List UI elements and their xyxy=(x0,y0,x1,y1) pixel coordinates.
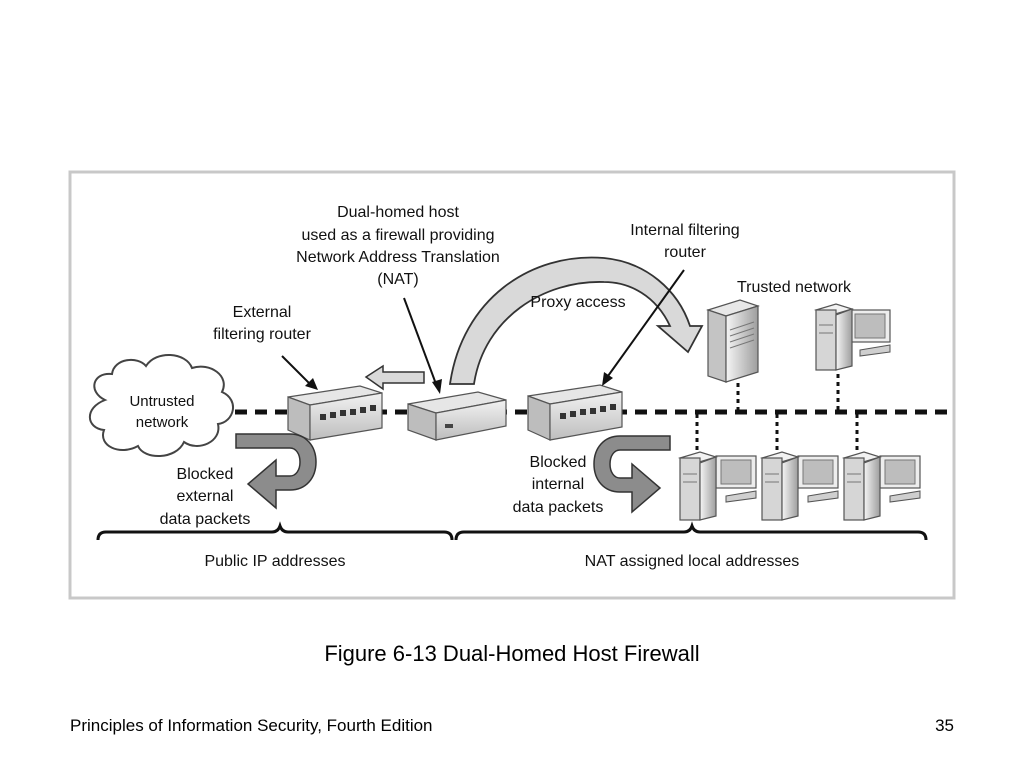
untrusted-label-1: Untrusted xyxy=(129,393,194,410)
trusted-server xyxy=(706,299,760,383)
public-brace xyxy=(96,521,454,541)
dual-homed-label-3: Network Address Translation xyxy=(296,249,500,266)
untrusted-network-cloud: Untrusted network xyxy=(88,353,234,458)
trusted-network-label: Trusted network xyxy=(737,279,852,296)
page-number: 35 xyxy=(935,716,954,735)
connector-lines xyxy=(695,374,859,456)
dual-homed-label-1: Dual-homed host xyxy=(337,204,459,221)
blocked-internal-label-1: Blocked xyxy=(530,454,587,471)
pointer-internal-router xyxy=(607,269,685,377)
trusted-pc xyxy=(813,303,891,371)
external-router-label-1: External xyxy=(233,304,292,321)
blocked-external-label-1: Blocked xyxy=(177,466,234,483)
pointer-dual-homed xyxy=(403,297,437,385)
nat-local-label: NAT assigned local addresses xyxy=(585,553,800,570)
dual-homed-label-2: used as a firewall providing xyxy=(302,227,495,244)
blocked-internal-label-2: internal xyxy=(532,476,584,493)
blocked-external-label-3: data packets xyxy=(160,511,251,528)
proxy-access-label: Proxy access xyxy=(530,294,625,311)
internal-router-label-1: Internal filtering xyxy=(630,222,739,239)
pointer-external-router xyxy=(281,355,311,385)
blocked-external-arrow xyxy=(235,433,317,510)
internal-router xyxy=(527,384,623,441)
figure-caption: Figure 6-13 Dual-Homed Host Firewall xyxy=(324,641,700,666)
public-ip-label: Public IP addresses xyxy=(204,553,345,570)
internal-pc-2 xyxy=(759,451,839,521)
dual-homed-label-4: (NAT) xyxy=(377,271,418,288)
forward-arrow xyxy=(364,364,425,391)
internal-pc-1 xyxy=(677,451,757,521)
blocked-external-label-2: external xyxy=(177,488,234,505)
untrusted-label-2: network xyxy=(136,414,189,431)
external-router xyxy=(287,385,383,441)
internal-pc-3 xyxy=(841,451,921,521)
proxy-access-arrow xyxy=(448,256,704,385)
blocked-internal-arrow xyxy=(593,435,671,514)
external-router-label-2: filtering router xyxy=(213,326,311,343)
internal-router-label-2: router xyxy=(664,244,706,261)
footer-title: Principles of Information Security, Four… xyxy=(70,716,433,735)
dual-homed-host xyxy=(407,391,507,441)
blocked-internal-label-3: data packets xyxy=(513,499,604,516)
nat-brace xyxy=(454,521,928,541)
